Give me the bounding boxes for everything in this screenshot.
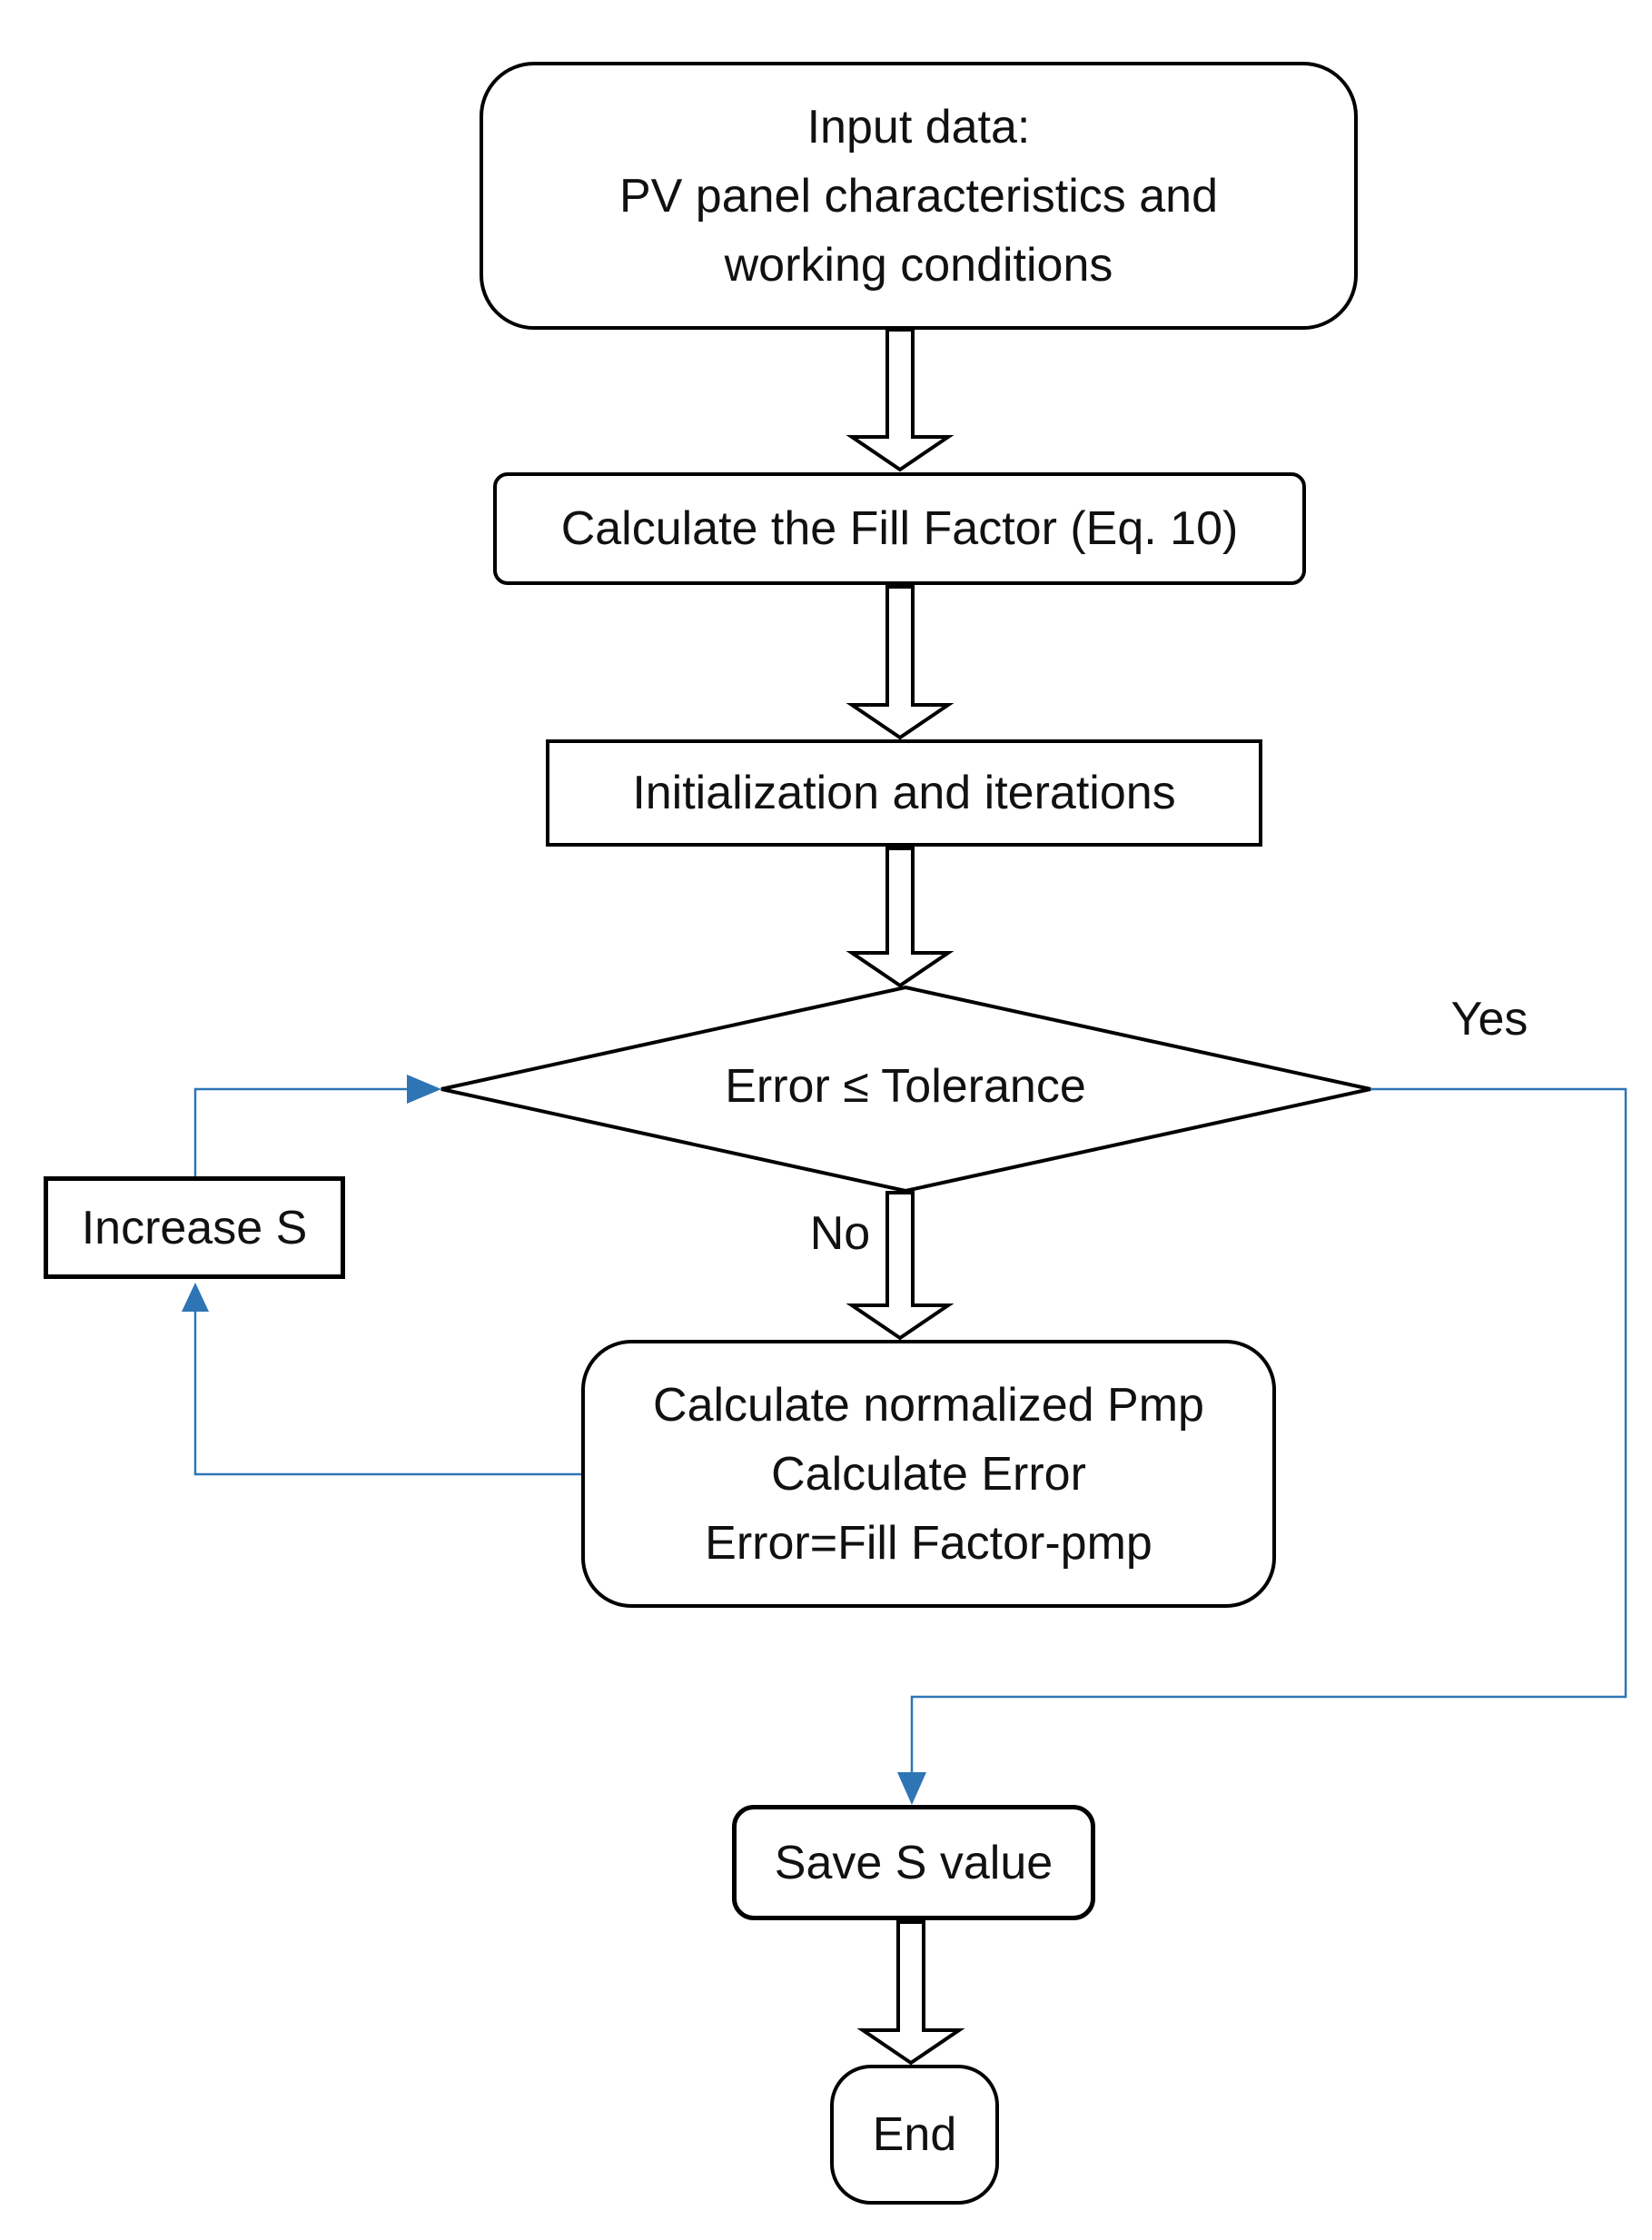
arrowhead-up-increase xyxy=(182,1283,209,1312)
flow-arrow-init-to-decision xyxy=(846,847,955,988)
flow-arrow-decision-no-to-calculate xyxy=(846,1191,955,1341)
node-initialization: Initialization and iterations xyxy=(546,739,1262,847)
flow-arrow-save-to-end xyxy=(856,1920,965,2066)
node-calculate-fill-factor: Calculate the Fill Factor (Eq. 10) xyxy=(493,472,1306,585)
node-end: End xyxy=(830,2065,999,2205)
connector-increase-to-decision xyxy=(193,1087,407,1176)
arrowhead-down-save xyxy=(897,1772,926,1805)
node-save-s-value: Save S value xyxy=(732,1805,1095,1920)
node-calculate-error-line2: Calculate Error xyxy=(771,1447,1086,1501)
node-input-data-line3: working conditions xyxy=(724,238,1113,292)
node-increase-s-label: Increase S xyxy=(81,1201,308,1254)
edge-label-yes: Yes xyxy=(1450,993,1528,1046)
node-initialization-label: Initialization and iterations xyxy=(632,767,1176,819)
node-calculate-error: Calculate normalized Pmp Calculate Error… xyxy=(581,1340,1276,1608)
node-calculate-error-line3: Error=Fill Factor-pmp xyxy=(705,1516,1152,1570)
node-calculate-fill-factor-label: Calculate the Fill Factor (Eq. 10) xyxy=(560,502,1239,555)
flow-arrow-input-to-fillfactor xyxy=(846,328,955,472)
flow-arrow-fillfactor-to-init xyxy=(846,585,955,740)
node-input-data-line2: PV panel characteristics and xyxy=(618,169,1218,223)
node-end-label: End xyxy=(872,2108,957,2161)
connector-decision-yes-to-save xyxy=(910,1087,1627,1772)
arrowhead-right-decision xyxy=(407,1075,441,1104)
node-input-data: Input data: PV panel characteristics and… xyxy=(480,62,1358,330)
decision-diamond xyxy=(440,985,1371,1194)
node-save-s-value-label: Save S value xyxy=(774,1836,1054,1889)
node-increase-s: Increase S xyxy=(44,1176,345,1279)
node-calculate-error-line1: Calculate normalized Pmp xyxy=(653,1378,1204,1432)
decision-label: Error ≤ Tolerance xyxy=(725,1060,1086,1113)
node-input-data-line1: Input data: xyxy=(806,100,1031,154)
edge-label-no: No xyxy=(809,1207,871,1260)
connector-calculate-to-increase xyxy=(193,1312,581,1476)
